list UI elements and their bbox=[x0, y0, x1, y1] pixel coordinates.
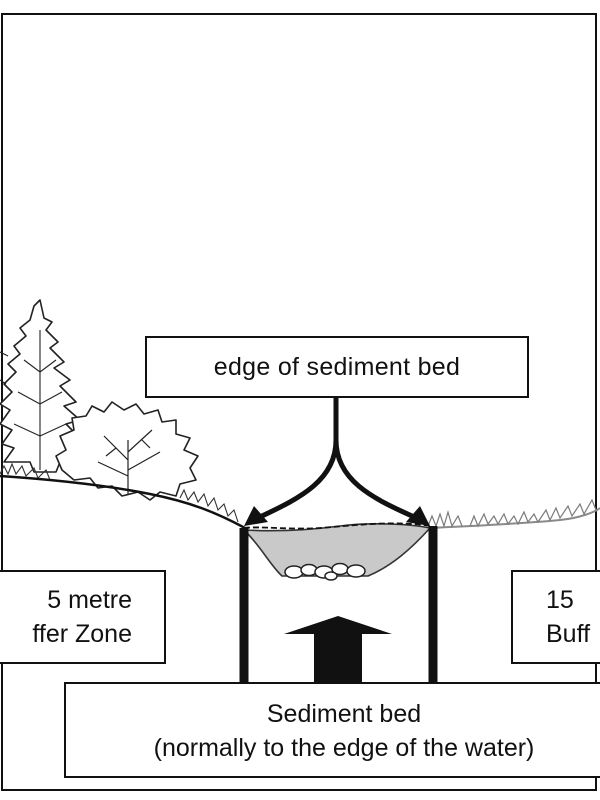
left-bank-grass-icon bbox=[0, 462, 239, 523]
pebbles-icon bbox=[284, 562, 366, 581]
right-arrowhead-icon bbox=[406, 506, 430, 526]
up-arrow-icon bbox=[284, 616, 392, 682]
left-buffer-zone-label: 5 metre ffer Zone bbox=[0, 570, 166, 664]
conifer-tree-icon bbox=[0, 299, 85, 473]
left-arrowhead-icon bbox=[244, 506, 268, 526]
left-bank-ground-line bbox=[0, 474, 246, 530]
sediment-bed-label: Sediment bed (normally to the edge of th… bbox=[64, 682, 600, 778]
right-bank-grass-icon bbox=[427, 498, 597, 529]
left-buffer-line-1: 5 metre bbox=[47, 586, 132, 614]
sediment-bed-line-1: Sediment bed bbox=[266, 700, 422, 728]
shrub-icon bbox=[55, 401, 199, 501]
sediment-bed-line-2: (normally to the edge of the water) bbox=[153, 734, 535, 762]
right-buffer-line-2: Buff bbox=[546, 620, 591, 648]
edge-label-text: edge of sediment bed bbox=[213, 352, 461, 381]
figure-border bbox=[1, 13, 597, 791]
right-buffer-zone-label: 15 Buff bbox=[511, 570, 600, 664]
edge-of-sediment-bed-label: edge of sediment bed bbox=[145, 336, 529, 398]
edge-pointer-arrows bbox=[259, 395, 415, 519]
right-buffer-line-1: 15 bbox=[546, 586, 574, 614]
left-buffer-line-2: ffer Zone bbox=[32, 620, 132, 648]
water-surface-line bbox=[243, 522, 433, 530]
